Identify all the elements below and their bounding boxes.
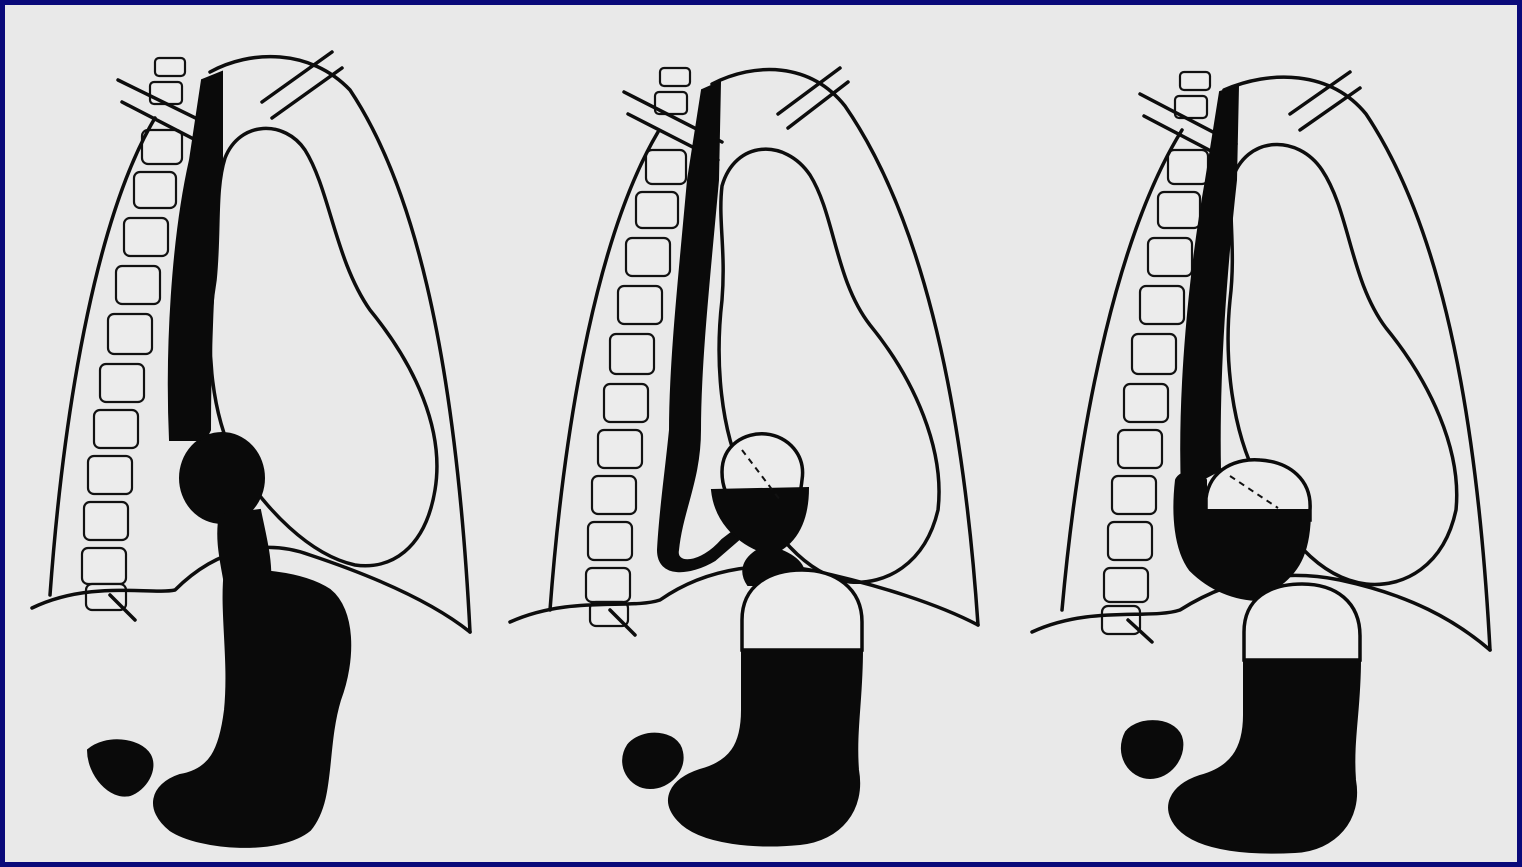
panel-hernia-large (1032, 72, 1490, 853)
panel-normal (32, 52, 470, 847)
panel-hernia-small (510, 68, 978, 845)
esophagus-diagram-figure (10, 10, 1522, 867)
